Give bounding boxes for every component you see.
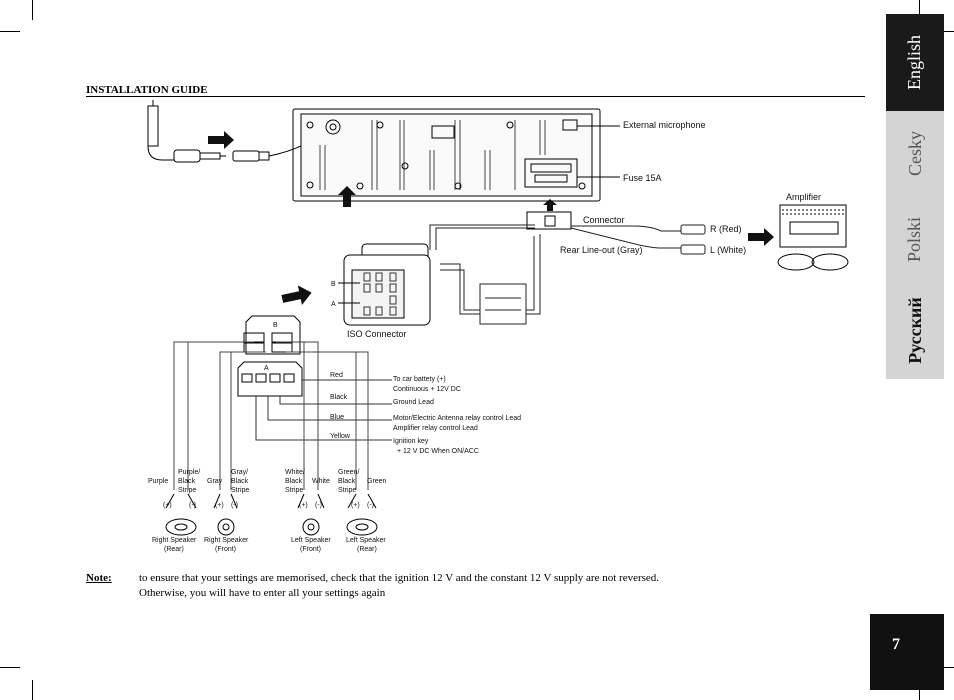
tab-cesky[interactable]: Cesky	[886, 111, 944, 196]
tab-label: Cesky	[904, 131, 925, 176]
speaker-wire-label: White	[312, 478, 330, 485]
amplifier-label: Amplifier	[786, 192, 821, 202]
speaker-wire-label: Black	[338, 478, 356, 485]
speaker-wire-label: Stripe	[338, 487, 356, 494]
right-arrow-icon	[208, 131, 234, 149]
speaker-label: Left Speaker	[291, 537, 331, 544]
speaker-wire-label: Stripe	[231, 487, 249, 494]
block-a-label: A	[264, 365, 269, 372]
speaker-wire-label: Black	[231, 478, 249, 485]
tab-polski[interactable]: Polski	[886, 196, 944, 282]
fuse-label: Fuse 15A	[623, 173, 662, 183]
wire-color-label: Blue	[330, 414, 344, 421]
rca-right-label: R (Red)	[710, 224, 742, 234]
tab-label: Polski	[904, 216, 925, 262]
rca-cable	[570, 224, 706, 255]
tab-english[interactable]: English	[886, 14, 944, 111]
wire-color-label: Yellow	[330, 433, 351, 440]
tab-russian[interactable]: Русский	[886, 282, 944, 379]
wire-description: To car battety (+)	[393, 376, 446, 383]
crop-mark	[934, 667, 954, 668]
note-label: Note:	[86, 572, 112, 584]
wire-color-label: Red	[330, 372, 343, 379]
up-arrow-icon	[543, 199, 557, 211]
speaker-wire-label: Green	[367, 478, 387, 485]
harness-cable	[429, 224, 541, 325]
speaker-wire-label: Black	[285, 478, 303, 485]
wire-color-label: Black	[330, 394, 348, 401]
note-text: to ensure that your settings are memoris…	[139, 572, 660, 584]
speaker-wire-label: Stripe	[285, 487, 303, 494]
speaker-wire-label: Purple	[148, 478, 168, 485]
speaker-wire-label: Stripe	[178, 487, 196, 494]
right-arrow-icon	[281, 285, 312, 305]
polarity-minus: (-)	[315, 502, 322, 509]
crop-mark	[919, 680, 920, 700]
tab-label: English	[904, 34, 925, 91]
wire-description: Amplifier relay control Lead	[393, 425, 478, 432]
harness-block-a	[237, 361, 303, 397]
rear-connector	[526, 211, 572, 230]
iso-connector-label: ISO Connector	[347, 329, 407, 339]
iso-connector	[338, 243, 431, 326]
crop-mark	[32, 680, 33, 700]
page-number: 7	[892, 636, 900, 653]
crop-mark	[934, 31, 954, 32]
page-number-box: 7	[870, 614, 944, 690]
external-microphone-label: External microphone	[623, 120, 706, 130]
wire-description: Continuous + 12V DC	[393, 386, 461, 393]
speaker-wire-label: Purple/	[178, 469, 200, 476]
wire-description: + 12 V DC When ON/ACC	[397, 448, 479, 455]
power-wires	[255, 379, 392, 441]
up-arrow-icon	[338, 186, 356, 207]
iso-pin-a-label: A	[331, 301, 336, 308]
speaker-icons	[165, 493, 378, 536]
rear-lineout-label: Rear Line-out (Gray)	[560, 245, 643, 255]
wire-description: Ground Lead	[393, 399, 434, 406]
speaker-label: (Front)	[300, 546, 321, 553]
speaker-wire-label: Green/	[338, 469, 359, 476]
polarity-minus: (-)	[231, 502, 238, 509]
speaker-label: (Rear)	[164, 546, 184, 553]
language-tabs: English Cesky Polski Русский	[886, 14, 944, 379]
polarity-minus: (-)	[189, 502, 196, 509]
harness-block-b	[243, 315, 301, 355]
head-unit-rear	[292, 108, 601, 202]
amplifier	[777, 204, 849, 271]
speaker-wire-label: White/	[285, 469, 305, 476]
crop-mark	[0, 31, 20, 32]
speaker-label: (Rear)	[357, 546, 377, 553]
polarity-plus: (+)	[163, 502, 172, 509]
antenna-plug	[147, 100, 226, 163]
speaker-wire-label: Gray/	[231, 469, 248, 476]
polarity-minus: (-)	[367, 502, 374, 509]
right-arrow-icon	[748, 228, 774, 246]
crop-mark	[919, 0, 920, 20]
tab-label: Русский	[904, 297, 925, 364]
speaker-wire-label: Gray	[207, 478, 223, 485]
header-title: INSTALLATION GUIDE	[86, 84, 208, 96]
speaker-label: Right Speaker	[204, 537, 249, 544]
crop-mark	[32, 0, 33, 20]
polarity-plus: (+)	[351, 502, 360, 509]
crop-mark	[0, 667, 20, 668]
polarity-plus: (+)	[215, 502, 224, 509]
speaker-label: Right Speaker	[152, 537, 197, 544]
wire-description: Motor/Electric Antenna relay control Lea…	[393, 415, 521, 422]
wire-description: Ignition key	[393, 438, 429, 445]
speaker-label: Left Speaker	[346, 537, 386, 544]
section-header: INSTALLATION GUIDE	[86, 84, 865, 97]
rca-left-label: L (White)	[710, 245, 746, 255]
note-text: Otherwise, you will have to enter all yo…	[139, 587, 386, 599]
polarity-plus: (+)	[299, 502, 308, 509]
block-b-label: B	[273, 322, 278, 329]
speaker-wires	[173, 341, 369, 490]
speaker-label: (Front)	[215, 546, 236, 553]
iso-pin-b-label: B	[331, 281, 336, 288]
speaker-wire-label: Black	[178, 478, 196, 485]
connector-label: Connector	[583, 215, 625, 225]
